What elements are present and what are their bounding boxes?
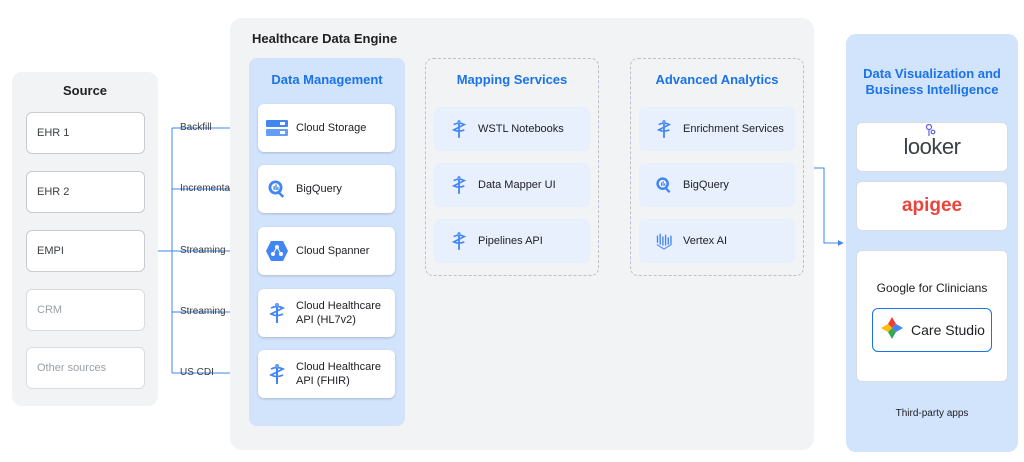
connector-label: Backfill bbox=[180, 122, 212, 133]
dm-item-label: API (FHIR) bbox=[296, 375, 350, 387]
cloud-storage-icon bbox=[266, 117, 288, 139]
dm-item-label: API (HL7v2) bbox=[296, 314, 356, 326]
cloud-spanner-card[interactable]: Cloud Spanner bbox=[258, 227, 395, 275]
visualization-title-line1: Data Visualization and bbox=[863, 66, 1001, 81]
cloud-storage-card[interactable]: Cloud Storage bbox=[258, 104, 395, 152]
connector-label: Streaming bbox=[180, 245, 226, 256]
wstl-notebooks-card[interactable]: WSTL Notebooks bbox=[434, 107, 590, 151]
dm-item-label: Cloud Spanner bbox=[296, 245, 370, 257]
apigee-card[interactable]: apigee bbox=[856, 181, 1008, 231]
analytics-item-label: BigQuery bbox=[683, 179, 729, 191]
bigquery-card[interactable]: BigQuery bbox=[258, 165, 395, 213]
visualization-panel bbox=[846, 34, 1018, 452]
advanced-analytics-title: Advanced Analytics bbox=[655, 72, 779, 87]
care-studio-icon bbox=[879, 315, 905, 346]
dm-item-label: Cloud Healthcare bbox=[296, 361, 381, 373]
visualization-title: Data Visualization and Business Intellig… bbox=[846, 66, 1018, 98]
healthcare-api-icon bbox=[450, 176, 468, 194]
healthcare-api-icon bbox=[266, 302, 288, 324]
vertex-ai-icon bbox=[655, 232, 673, 250]
source-ehr2[interactable]: EHR 2 bbox=[26, 171, 145, 213]
source-ehr1[interactable]: EHR 1 bbox=[26, 112, 145, 154]
cloud-spanner-icon bbox=[266, 240, 288, 262]
healthcare-api-icon bbox=[450, 232, 468, 250]
source-empi[interactable]: EMPI bbox=[26, 230, 145, 272]
analytics-item-label: Enrichment Services bbox=[683, 123, 784, 135]
healthcare-api-icon bbox=[266, 363, 288, 385]
bigquery-icon bbox=[266, 178, 288, 200]
source-title: Source bbox=[62, 83, 108, 98]
source-crm[interactable]: CRM bbox=[26, 289, 145, 331]
google-for-clinicians-title: Google for Clinicians bbox=[876, 281, 988, 295]
apigee-logo: apigee bbox=[901, 195, 963, 216]
mapping-item-label: Data Mapper UI bbox=[478, 179, 556, 191]
mapping-item-label: WSTL Notebooks bbox=[478, 123, 564, 135]
pipelines-api-card[interactable]: Pipelines API bbox=[434, 219, 590, 263]
dm-item-label: BigQuery bbox=[296, 183, 342, 195]
dm-item-label: Cloud Storage bbox=[296, 122, 367, 134]
mapping-item-label: Pipelines API bbox=[478, 235, 543, 247]
analytics-bigquery-card[interactable]: BigQuery bbox=[639, 163, 795, 207]
dm-item-label: Cloud Healthcare bbox=[296, 300, 381, 312]
care-studio-label: Care Studio bbox=[911, 322, 985, 338]
connector-label: US CDI bbox=[180, 367, 214, 378]
data-mapper-ui-card[interactable]: Data Mapper UI bbox=[434, 163, 590, 207]
analytics-item-label: Vertex AI bbox=[683, 235, 728, 247]
third-party-apps-label: Third-party apps bbox=[895, 408, 969, 419]
healthcare-api-icon bbox=[655, 120, 673, 138]
vertex-ai-card[interactable]: Vertex AI bbox=[639, 219, 795, 263]
care-studio-button[interactable]: Care Studio bbox=[872, 308, 992, 352]
source-other[interactable]: Other sources bbox=[26, 347, 145, 389]
mapping-services-title: Mapping Services bbox=[456, 72, 568, 87]
connector-label: Streaming bbox=[180, 306, 226, 317]
visualization-title-line2: Business Intelligence bbox=[865, 82, 999, 97]
data-management-title: Data Management bbox=[271, 72, 383, 87]
bigquery-icon bbox=[655, 176, 673, 194]
connector-label: Incremental bbox=[180, 183, 233, 194]
engine-title: Healthcare Data Engine bbox=[252, 31, 398, 46]
enrichment-services-card[interactable]: Enrichment Services bbox=[639, 107, 795, 151]
healthcare-api-icon bbox=[450, 120, 468, 138]
